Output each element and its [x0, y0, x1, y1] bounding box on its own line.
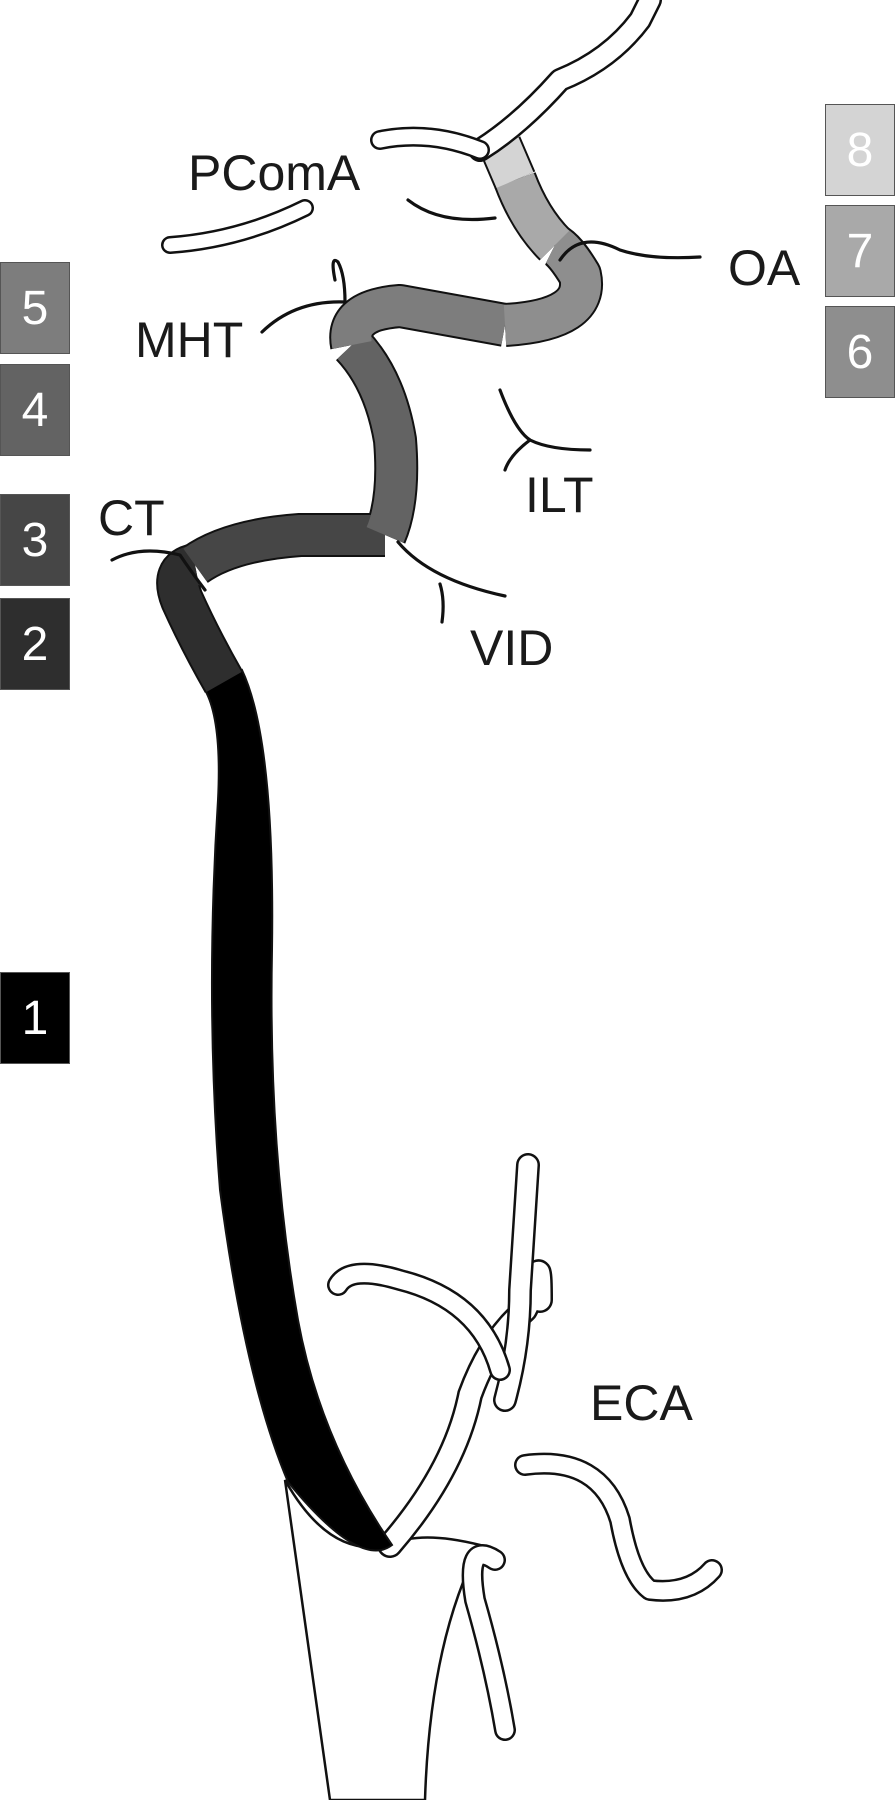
- segment-number: 1: [21, 991, 49, 1045]
- segment-1-cervical: [203, 668, 394, 1552]
- segment-2-petrous-vertical: [158, 545, 242, 692]
- eca-branches: [327, 1153, 723, 1741]
- segment-box-5: 5: [0, 262, 70, 354]
- oa-label: OA: [728, 240, 801, 296]
- distal-vessels: [161, 0, 662, 254]
- segment-6-cavernous-2: [503, 227, 601, 345]
- segment-5-cavernous-1: [331, 286, 509, 349]
- segment-number: 8: [846, 123, 874, 177]
- segment-box-7: 7: [825, 205, 895, 297]
- ica-intracranial: [156, 136, 603, 693]
- vid-branch: [396, 540, 507, 624]
- segment-box-3: 3: [0, 494, 70, 586]
- segment-8-ophthalmic: [481, 137, 534, 188]
- oa-branch: [558, 240, 702, 262]
- ilt-branch: [498, 388, 592, 472]
- eca-label: ECA: [590, 1375, 693, 1431]
- pcoma-label: PComA: [188, 145, 361, 201]
- segment-box-2: 2: [0, 598, 70, 690]
- branch-lines: [110, 198, 702, 624]
- ct-branch: [110, 549, 207, 592]
- vid-label: VID: [470, 620, 553, 676]
- common-carotid-bulb: [283, 1479, 482, 1800]
- ct-label: CT: [98, 490, 165, 546]
- segment-7-clinoid: [496, 172, 570, 260]
- mht-label: MHT: [135, 312, 243, 368]
- segment-number: 6: [846, 325, 874, 379]
- segment-number: 2: [21, 617, 49, 671]
- segment-number: 7: [846, 224, 874, 278]
- mht-branch: [260, 258, 347, 334]
- segment-3-petrous-horizontal: [183, 515, 385, 582]
- segment-box-4: 4: [0, 364, 70, 456]
- segment-box-6: 6: [825, 306, 895, 398]
- segment-number: 4: [21, 383, 49, 437]
- segment-box-8: 8: [825, 104, 895, 196]
- segment-number: 5: [21, 281, 49, 335]
- segment-4-lacerum: [337, 331, 417, 543]
- segment-box-1: 1: [0, 972, 70, 1064]
- pcoma-branch: [406, 198, 497, 222]
- segment-number: 3: [21, 513, 49, 567]
- ilt-label: ILT: [525, 467, 594, 523]
